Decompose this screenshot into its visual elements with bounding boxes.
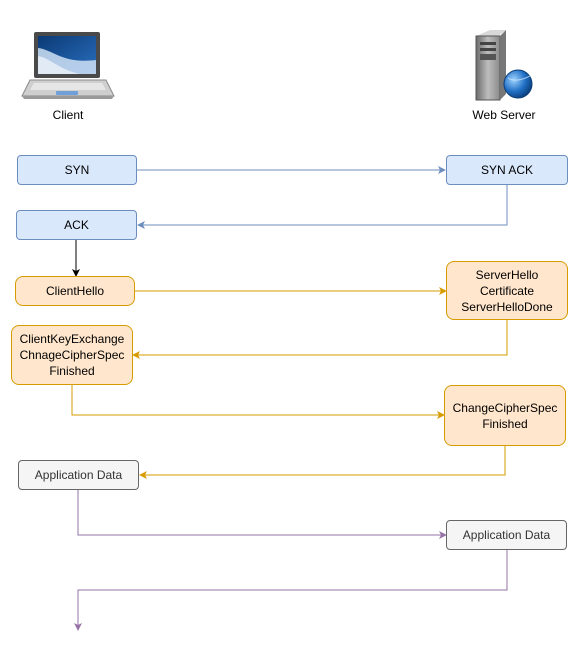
laptop-icon [21,32,115,99]
app-data-server-arrow [74,550,508,631]
app-data-client-box: Application Data [18,460,139,490]
syn-ack-arrow [137,185,508,229]
syn-ack-box: SYN ACK [446,155,568,185]
client-key-exchange-box: ClientKeyExchange ChnageCipherSpec Finis… [11,325,133,385]
server-label: Web Server [472,108,536,122]
ack-box: ACK [16,210,137,240]
clientkeyexchange-arrow [71,385,445,419]
serverhello-arrow [132,320,508,359]
app-data-server-box: Application Data [446,520,567,550]
app-data-client-arrow [77,490,447,539]
client-hello-box: ClientHello [15,276,135,306]
syn-box: SYN [17,155,137,185]
change-cipher-spec-box: ChangeCipherSpec Finished [444,385,566,446]
client-label: Client [52,108,84,122]
server-hello-box: ServerHello Certificate ServerHelloDone [446,261,568,320]
server-icon [475,30,533,101]
changecipherspec-arrow [139,446,506,479]
